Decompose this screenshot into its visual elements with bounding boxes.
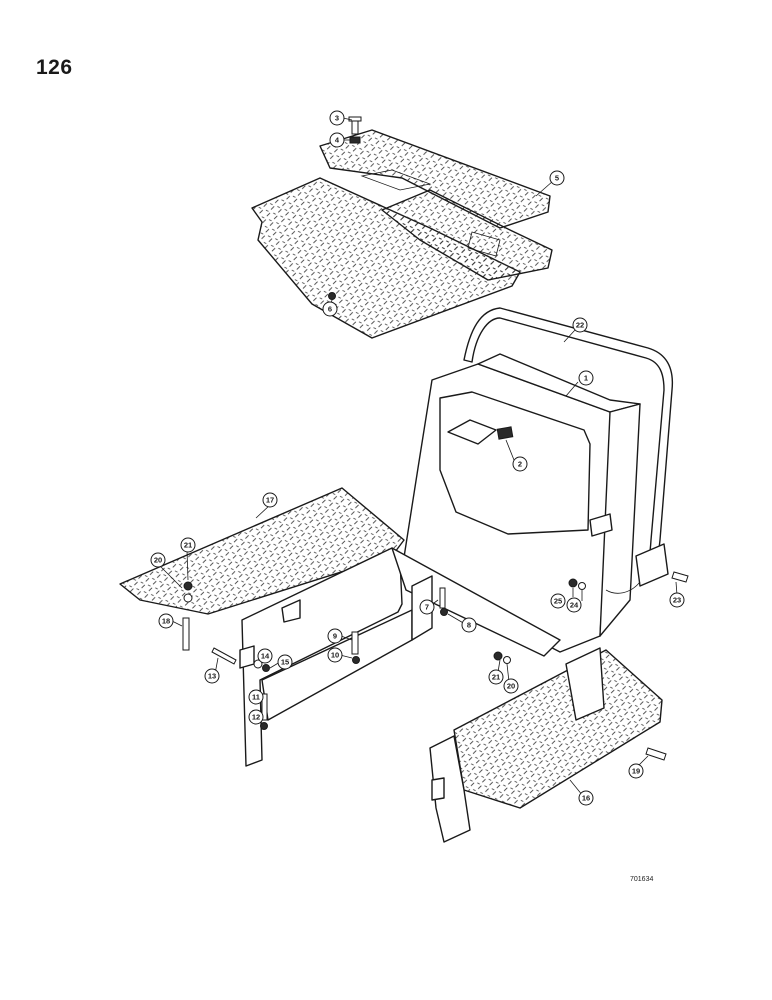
- callout-23: 23: [669, 592, 685, 608]
- svg-text:18: 18: [162, 617, 170, 626]
- callout-16: 16: [578, 790, 594, 806]
- svg-text:3: 3: [335, 114, 339, 123]
- floor-plate-upper: [251, 129, 553, 339]
- callout-20-right: 20: [503, 678, 519, 694]
- callout-24: 24: [566, 597, 582, 613]
- callout-7: 7: [419, 599, 435, 615]
- svg-text:4: 4: [335, 136, 340, 145]
- svg-text:14: 14: [261, 652, 270, 661]
- svg-text:16: 16: [582, 794, 590, 803]
- svg-text:10: 10: [331, 651, 339, 660]
- svg-text:23: 23: [673, 596, 681, 605]
- callout-5: 5: [549, 170, 565, 186]
- svg-text:20: 20: [507, 682, 515, 691]
- svg-text:2: 2: [518, 460, 522, 469]
- svg-text:7: 7: [425, 603, 429, 612]
- svg-text:11: 11: [252, 693, 260, 702]
- svg-text:17: 17: [266, 496, 274, 505]
- svg-text:12: 12: [252, 713, 260, 722]
- callout-13: 13: [204, 668, 220, 684]
- svg-text:21: 21: [492, 673, 500, 682]
- seat-frame: [401, 353, 641, 653]
- callout-10: 10: [327, 647, 343, 663]
- roll-bar: [463, 307, 674, 587]
- callout-2: 2: [512, 456, 528, 472]
- callout-19: 19: [628, 763, 644, 779]
- callout-12: 12: [248, 709, 264, 725]
- svg-text:21: 21: [184, 541, 192, 550]
- callout-17: 17: [262, 492, 278, 508]
- callout-3: 3: [329, 110, 345, 126]
- callout-6: 6: [322, 301, 338, 317]
- callout-1: 1: [578, 370, 594, 386]
- svg-text:15: 15: [281, 658, 289, 667]
- svg-text:8: 8: [467, 621, 471, 630]
- callout-21-right: 21: [488, 669, 504, 685]
- svg-text:13: 13: [208, 672, 216, 681]
- callout-15: 15: [277, 654, 293, 670]
- step-plate-right: [429, 647, 663, 843]
- callout-22: 22: [572, 317, 588, 333]
- svg-text:9: 9: [333, 632, 337, 641]
- drawing-code: 701634: [630, 876, 654, 883]
- callout-21: 21: [180, 537, 196, 553]
- svg-text:22: 22: [576, 321, 584, 330]
- callout-14: 14: [257, 648, 273, 664]
- callout-4: 4: [329, 132, 345, 148]
- svg-text:6: 6: [328, 305, 332, 314]
- callout-18: 18: [158, 613, 174, 629]
- svg-text:25: 25: [554, 597, 562, 606]
- callout-20: 20: [150, 552, 166, 568]
- svg-text:5: 5: [555, 174, 559, 183]
- svg-text:19: 19: [632, 767, 640, 776]
- callout-8: 8: [461, 617, 477, 633]
- svg-text:24: 24: [570, 601, 579, 610]
- svg-text:20: 20: [154, 556, 162, 565]
- hardware: [182, 116, 689, 761]
- callout-9: 9: [327, 628, 343, 644]
- callout-11: 11: [248, 689, 264, 705]
- page-number: 126: [36, 56, 73, 79]
- callout-25: 25: [550, 593, 566, 609]
- svg-text:1: 1: [584, 374, 588, 383]
